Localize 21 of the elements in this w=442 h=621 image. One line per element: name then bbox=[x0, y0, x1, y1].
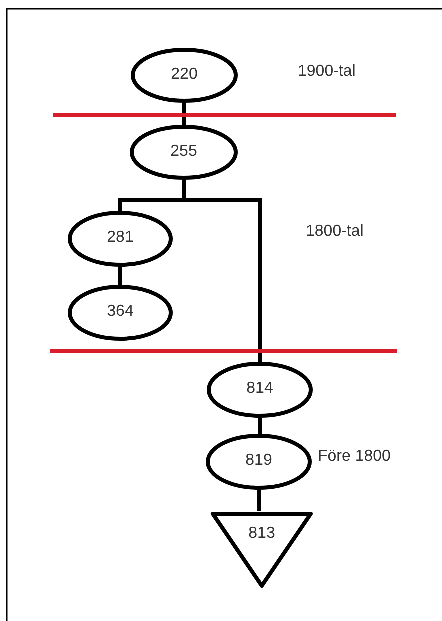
connector-line bbox=[118, 266, 122, 286]
node-label: 819 bbox=[244, 453, 274, 469]
ellipse-node bbox=[68, 285, 173, 341]
node-label: 364 bbox=[106, 304, 135, 320]
era-label: 1800-tal bbox=[306, 224, 364, 240]
connector-line bbox=[257, 489, 261, 511]
era-label: Före 1800 bbox=[318, 449, 391, 465]
node-label: 814 bbox=[246, 381, 274, 397]
era-label: 1900-tal bbox=[298, 64, 356, 80]
ellipse-node bbox=[130, 125, 238, 180]
connector-line bbox=[182, 102, 186, 126]
ellipse-node bbox=[206, 434, 312, 490]
node-label: 281 bbox=[106, 230, 135, 246]
node-label: 255 bbox=[170, 144, 198, 160]
node-label: 220 bbox=[170, 67, 199, 83]
ellipse-node bbox=[68, 211, 173, 267]
triangle-node bbox=[209, 510, 315, 590]
connector-line bbox=[258, 417, 262, 435]
ellipse-node bbox=[131, 48, 238, 103]
node-label: 813 bbox=[248, 526, 276, 542]
ellipse-node bbox=[207, 362, 313, 418]
